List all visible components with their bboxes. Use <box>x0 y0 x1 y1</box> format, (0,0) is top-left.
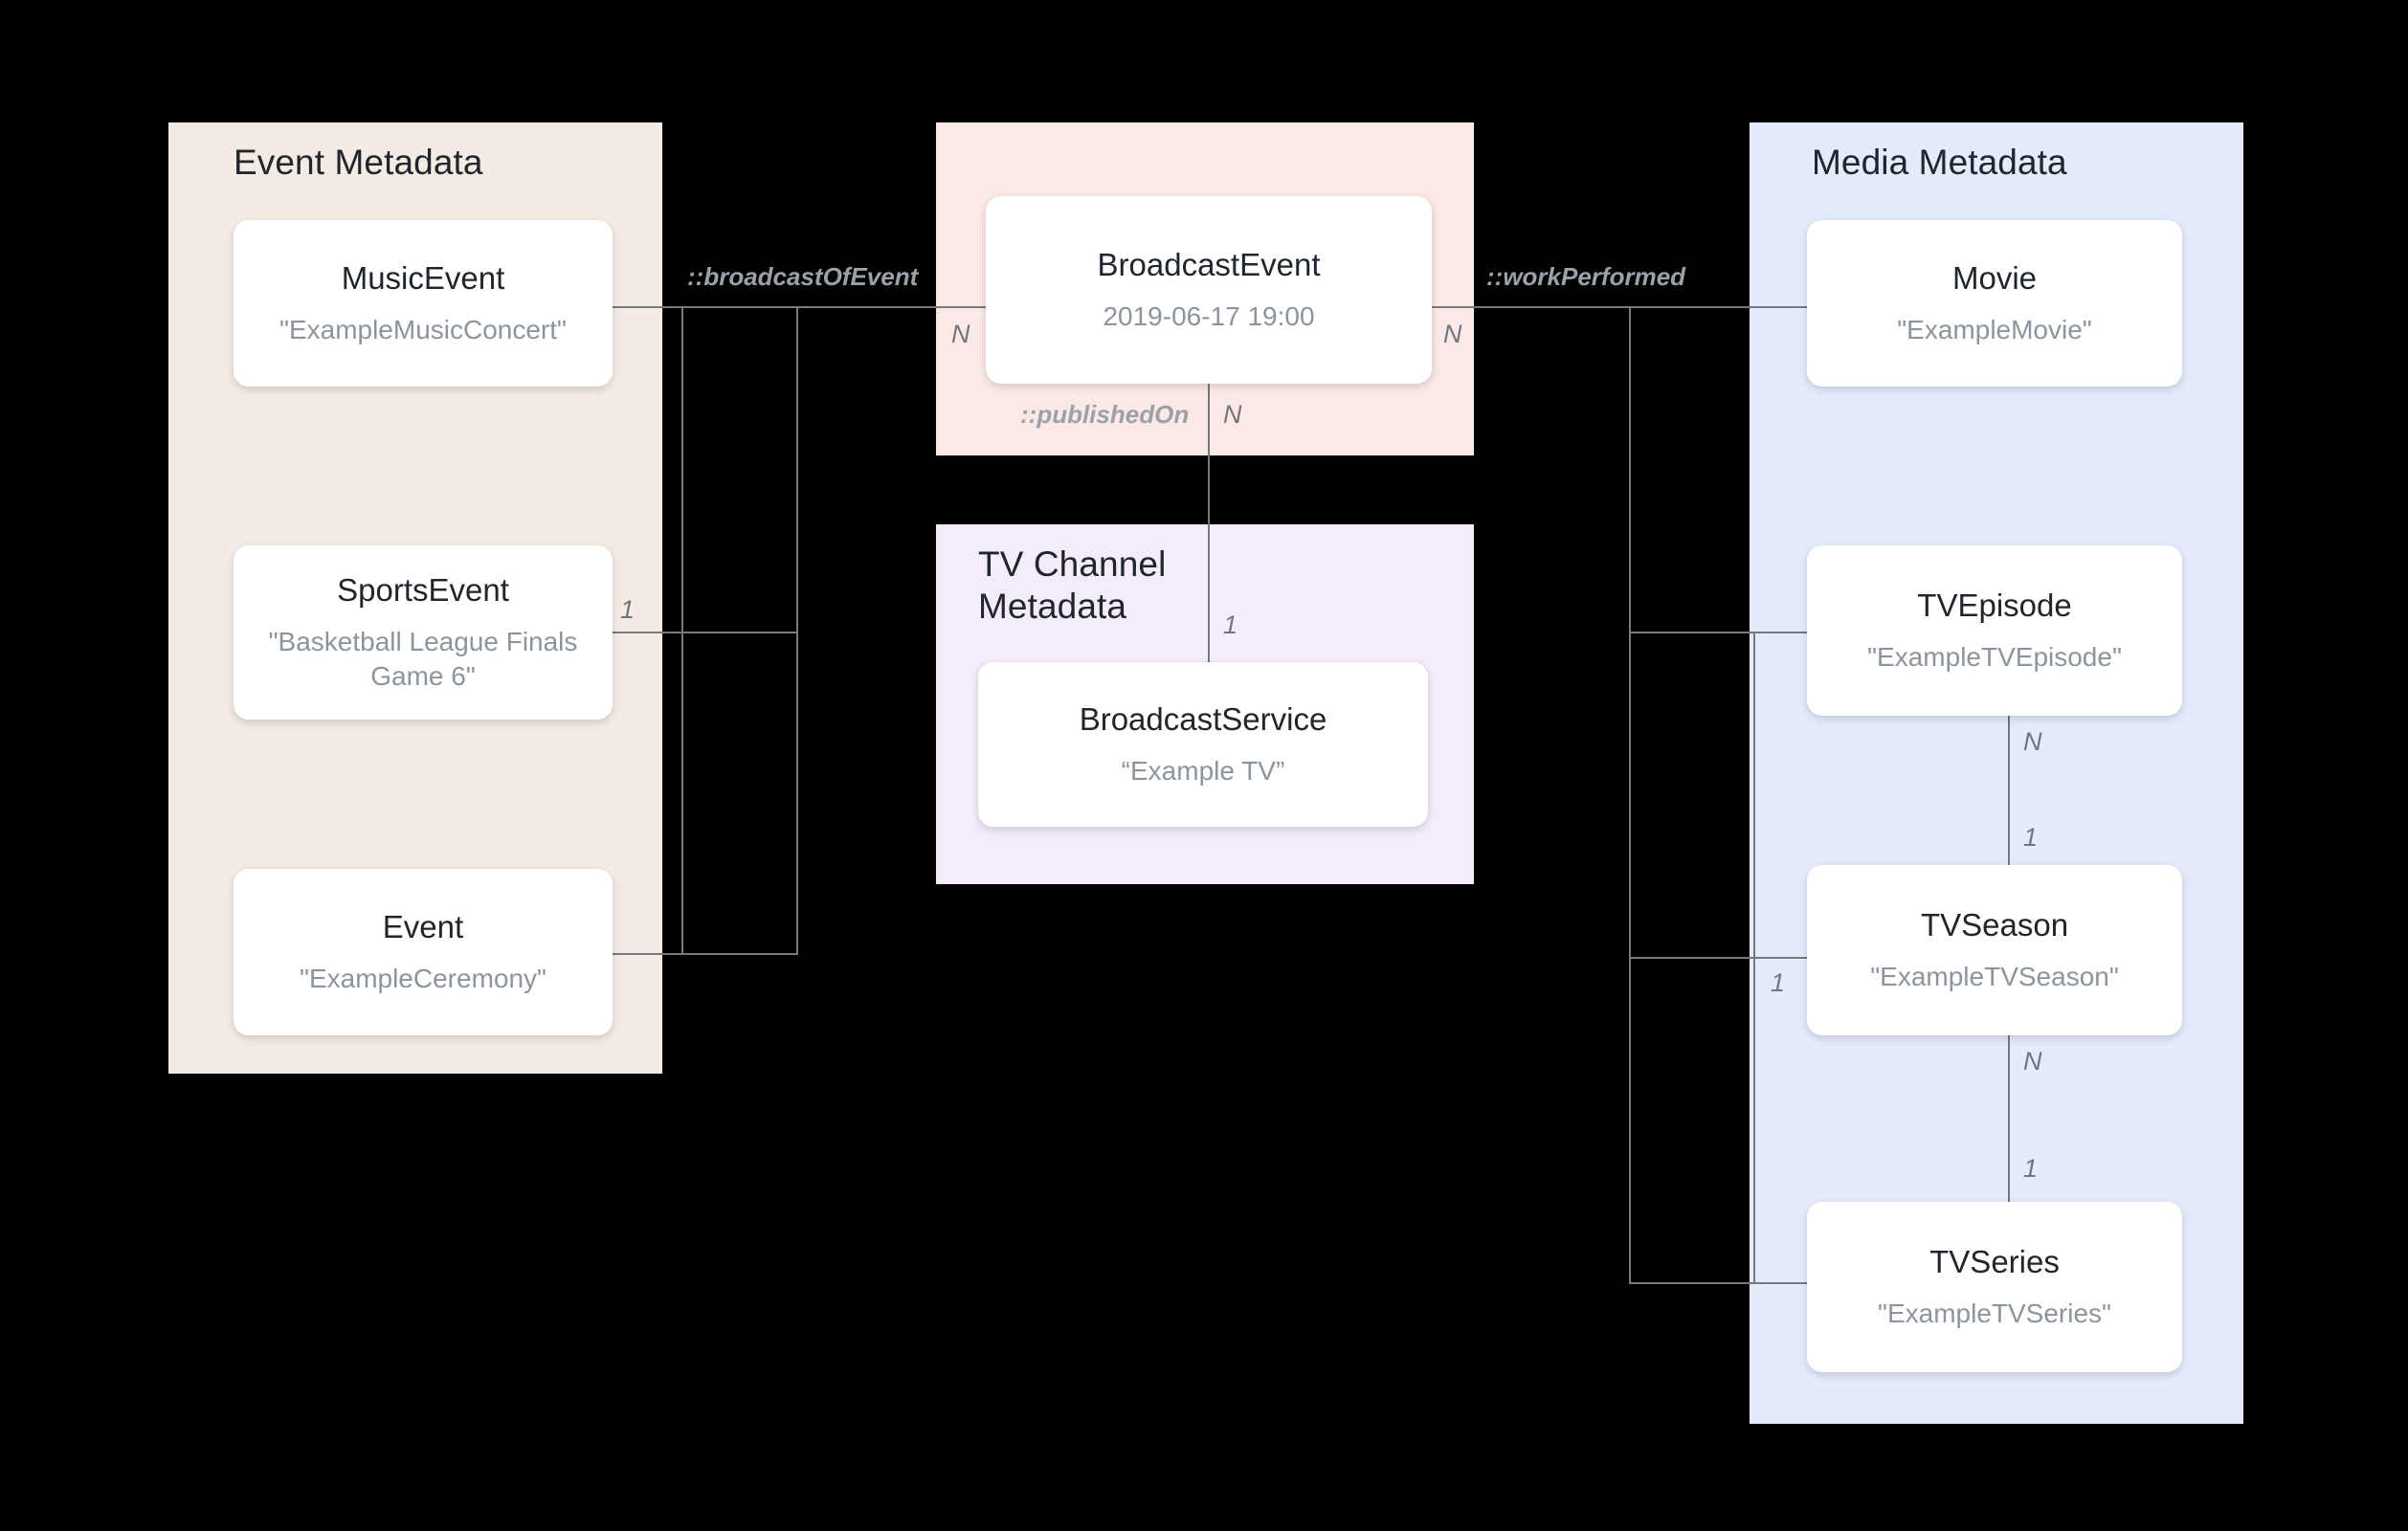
node-type-label: SportsEvent <box>337 572 509 609</box>
node-sports-event[interactable]: SportsEvent "Basketball League Finals Ga… <box>234 545 613 720</box>
connector-media-bus-vertical <box>1629 306 1631 1282</box>
connector-bus-to-tv-season <box>1629 957 1807 959</box>
multiplicity-broadcast-event-left-n: N <box>951 320 970 348</box>
node-music-event[interactable]: MusicEvent "ExampleMusicConcert" <box>234 220 613 387</box>
group-title-event-metadata: Event Metadata <box>234 143 483 182</box>
node-value-label: “Example TV” <box>1121 755 1285 786</box>
connector-event-bus-vertical <box>796 306 798 955</box>
node-value-label: "ExampleMusicConcert" <box>279 314 567 344</box>
multiplicity-broadcast-event-right-n: N <box>1443 320 1462 348</box>
multiplicity-tv-season-n: N <box>2023 1047 2042 1076</box>
node-type-label: MusicEvent <box>341 260 505 297</box>
node-broadcast-service[interactable]: BroadcastService “Example TV” <box>978 662 1428 827</box>
multiplicity-media-left-one: 1 <box>1771 968 1786 997</box>
multiplicity-published-on-n: N <box>1223 400 1242 429</box>
node-type-label: Event <box>382 909 464 945</box>
node-event[interactable]: Event "ExampleCeremony" <box>234 869 613 1035</box>
connector-event-bus-outer-vertical <box>681 306 683 955</box>
multiplicity-tv-season-one: 1 <box>2023 823 2039 852</box>
connector-tv-episode-to-tv-season <box>2008 716 2010 865</box>
relation-label-published-on: ::publishedOn <box>1020 400 1190 429</box>
node-value-label: "Basketball League Finals Game 6" <box>268 626 578 691</box>
node-value-label: "ExampleTVEpisode" <box>1867 641 2122 672</box>
relation-label-work-performed: ::workPerformed <box>1486 262 1686 291</box>
multiplicity-tv-episode-n: N <box>2023 727 2042 756</box>
node-type-label: Movie <box>1951 260 2038 297</box>
connector-bus-to-tv-episode <box>1629 632 1807 633</box>
node-type-label: TVSeason <box>1920 907 2069 943</box>
node-movie[interactable]: Movie "ExampleMovie" <box>1807 220 2182 387</box>
node-type-label: BroadcastService <box>1079 701 1327 738</box>
node-type-label: BroadcastEvent <box>1097 247 1321 283</box>
multiplicity-broadcast-service-one: 1 <box>1223 610 1238 639</box>
connector-music-event-to-bus <box>613 306 798 308</box>
node-tv-season[interactable]: TVSeason "ExampleTVSeason" <box>1807 865 2182 1035</box>
relation-label-broadcast-of-event: ::broadcastOfEvent <box>687 262 919 291</box>
connector-media-bus-outer-vertical <box>1753 632 1755 1282</box>
node-value-label: "ExampleTVSeries" <box>1878 1298 2111 1328</box>
connector-tv-season-to-tv-series <box>2008 1035 2010 1202</box>
connector-bus-to-broadcast-event <box>796 306 986 308</box>
multiplicity-sports-event-one: 1 <box>620 595 635 624</box>
node-value-label: 2019-06-17 19:00 <box>1103 300 1315 331</box>
connector-broadcast-event-to-service <box>1208 384 1210 662</box>
connector-bus-to-tv-series <box>1629 1282 1807 1284</box>
connector-broadcast-event-to-media <box>1432 306 1807 308</box>
group-title-tv-channel-metadata: TV Channel Metadata <box>978 544 1167 626</box>
node-broadcast-event[interactable]: BroadcastEvent 2019-06-17 19:00 <box>986 196 1432 384</box>
connector-sports-event-to-bus <box>613 632 798 633</box>
node-value-label: "ExampleCeremony" <box>300 963 546 993</box>
connector-event-to-bus <box>613 953 798 955</box>
node-type-label: TVEpisode <box>1917 588 2072 624</box>
node-value-label: "ExampleTVSeason" <box>1870 961 2119 991</box>
group-title-media-metadata: Media Metadata <box>1812 143 2067 182</box>
node-tv-series[interactable]: TVSeries "ExampleTVSeries" <box>1807 1202 2182 1372</box>
node-value-label: "ExampleMovie" <box>1897 314 2092 344</box>
node-tv-episode[interactable]: TVEpisode "ExampleTVEpisode" <box>1807 545 2182 716</box>
node-type-label: TVSeries <box>1929 1244 2060 1280</box>
multiplicity-tv-series-one: 1 <box>2023 1154 2039 1183</box>
